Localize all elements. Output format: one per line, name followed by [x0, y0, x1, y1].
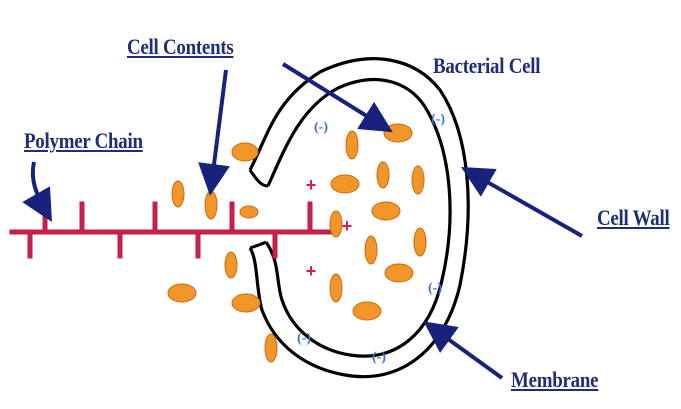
particle — [265, 334, 277, 362]
particle — [414, 228, 426, 256]
particle — [232, 143, 258, 161]
positive-charge: + — [306, 261, 317, 281]
particle — [225, 252, 237, 278]
negative-charge: (-) — [297, 331, 311, 346]
particle — [412, 166, 424, 194]
negative-charge: (-) — [428, 281, 442, 296]
negative-charge: (-) — [431, 112, 445, 127]
particle — [346, 131, 358, 159]
positive-charge: + — [306, 175, 317, 195]
cell-contents-arrow — [283, 64, 386, 128]
particle — [385, 264, 413, 282]
cell-contents-label: Cell Contents — [127, 34, 233, 60]
membrane-label: Membrane — [511, 367, 598, 393]
particle — [330, 274, 342, 302]
particle — [232, 294, 260, 312]
particle — [377, 162, 389, 188]
particle — [168, 284, 196, 302]
particle — [353, 302, 381, 320]
bacterial-cell-label: Bacterial Cell — [433, 53, 540, 79]
particle — [240, 206, 258, 218]
cell-contents-arrow — [211, 70, 226, 188]
positive-charge: + — [342, 216, 353, 236]
particle — [384, 124, 412, 142]
negative-charge: (-) — [372, 350, 386, 365]
particle — [205, 191, 217, 219]
particle — [372, 202, 400, 220]
particle — [331, 175, 359, 193]
particle — [330, 211, 342, 237]
cell-wall-label: Cell Wall — [597, 205, 669, 231]
particle — [365, 236, 377, 264]
cell-wall-arrow — [468, 171, 582, 236]
polymer-chain-label: Polymer Chain — [24, 128, 143, 154]
negative-charge: (-) — [314, 120, 328, 135]
membrane-arrow — [430, 326, 502, 378]
particle — [172, 181, 184, 207]
polymer-chain-arrow — [33, 162, 48, 215]
polymer-chain — [12, 204, 330, 256]
